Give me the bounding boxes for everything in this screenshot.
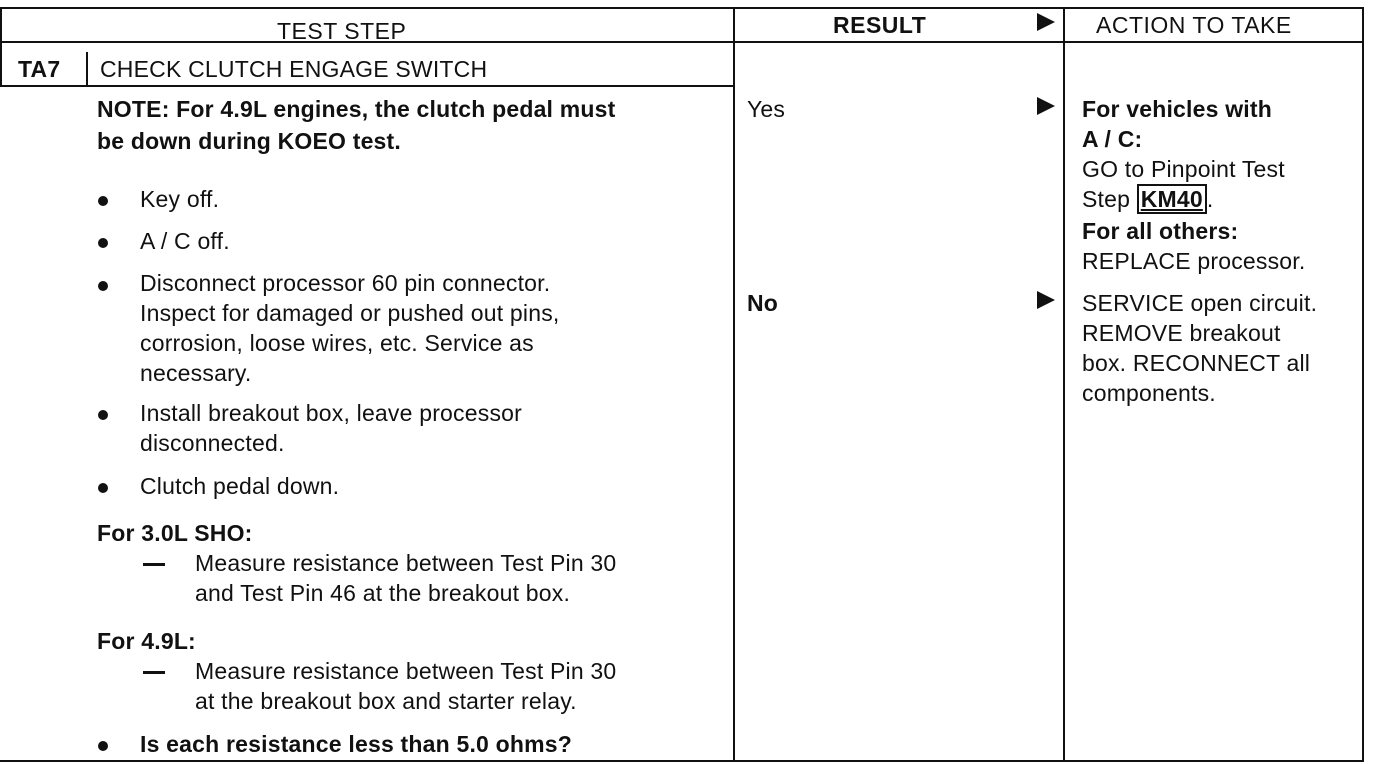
bullet-breakout-line-2: disconnected. — [140, 430, 285, 456]
sho-line-2: and Test Pin 46 at the breakout box. — [195, 580, 571, 606]
bullet-ac-off: A / C off. — [140, 228, 230, 254]
question-text: Is each resistance less than 5.0 ohms? — [140, 731, 573, 757]
bullet-dot — [98, 196, 108, 206]
bullet-dot — [98, 483, 108, 493]
result-no: No — [747, 290, 779, 316]
action-yes-step-prefix: Step — [1082, 186, 1137, 212]
action-yes-line-2: A / C: — [1082, 126, 1143, 152]
action-yes-line-4: Step KM40. — [1082, 184, 1213, 214]
dash-mark — [143, 671, 165, 674]
action-yes-line-6: REPLACE processor. — [1082, 248, 1306, 274]
bullet-dot — [98, 281, 108, 291]
result-column-divider — [733, 7, 735, 762]
action-yes-line-1: For vehicles with — [1082, 96, 1273, 122]
table-right-border — [1362, 7, 1364, 762]
action-yes-line-3: GO to Pinpoint Test — [1082, 156, 1285, 182]
bullet-key-off: Key off. — [140, 186, 220, 212]
bullet-dot — [98, 410, 108, 420]
step-id: TA7 — [18, 56, 61, 82]
action-no-line-3: box. RECONNECT all — [1082, 350, 1311, 376]
table-top-border — [0, 7, 1364, 9]
result-yes: Yes — [747, 96, 786, 122]
step-id-divider — [86, 52, 88, 86]
sho-line-1: Measure resistance between Test Pin 30 — [195, 550, 617, 576]
header-arrow-icon — [1037, 13, 1055, 31]
bullet-dot — [98, 741, 108, 751]
bullet-disconnect-line-2: Inspect for damaged or pushed out pins, — [140, 300, 560, 326]
action-yes-line-5: For all others: — [1082, 218, 1239, 244]
note-line-2: be down during KOEO test. — [97, 128, 401, 154]
table-bottom-border — [0, 760, 1364, 762]
bullet-dot — [98, 238, 108, 248]
action-no-line-1: SERVICE open circuit. — [1082, 290, 1318, 316]
l49-line-2: at the breakout box and starter relay. — [195, 688, 577, 714]
bullet-breakout-line-1: Install breakout box, leave processor — [140, 400, 522, 426]
l49-heading: For 4.9L: — [97, 628, 196, 654]
header-test-step: TEST STEP — [277, 18, 407, 44]
header-result: RESULT — [833, 12, 927, 38]
header-bottom-border — [0, 41, 1364, 43]
header-action: ACTION TO TAKE — [1096, 12, 1292, 38]
bullet-disconnect-line-1: Disconnect processor 60 pin connector. — [140, 270, 551, 296]
dash-mark — [143, 563, 165, 566]
note-line-1: NOTE: For 4.9L engines, the clutch pedal… — [97, 96, 616, 122]
bullet-disconnect-line-4: necessary. — [140, 360, 252, 386]
step-title: CHECK CLUTCH ENGAGE SWITCH — [100, 56, 488, 82]
bullet-disconnect-line-3: corrosion, loose wires, etc. Service as — [140, 330, 534, 356]
pinpoint-step-link[interactable]: KM40 — [1136, 184, 1207, 214]
bullet-clutch-pedal: Clutch pedal down. — [140, 473, 340, 499]
l49-line-1: Measure resistance between Test Pin 30 — [195, 658, 617, 684]
action-no-line-2: REMOVE breakout — [1082, 320, 1281, 346]
arrow-right-icon — [1037, 291, 1055, 309]
arrow-right-icon — [1037, 97, 1055, 115]
action-yes-step-suffix: . — [1206, 186, 1214, 212]
action-column-divider — [1063, 7, 1065, 762]
table-left-border — [0, 7, 2, 87]
step-title-bottom-border — [0, 85, 735, 87]
sho-heading: For 3.0L SHO: — [97, 520, 253, 546]
action-no-line-4: components. — [1082, 380, 1216, 406]
